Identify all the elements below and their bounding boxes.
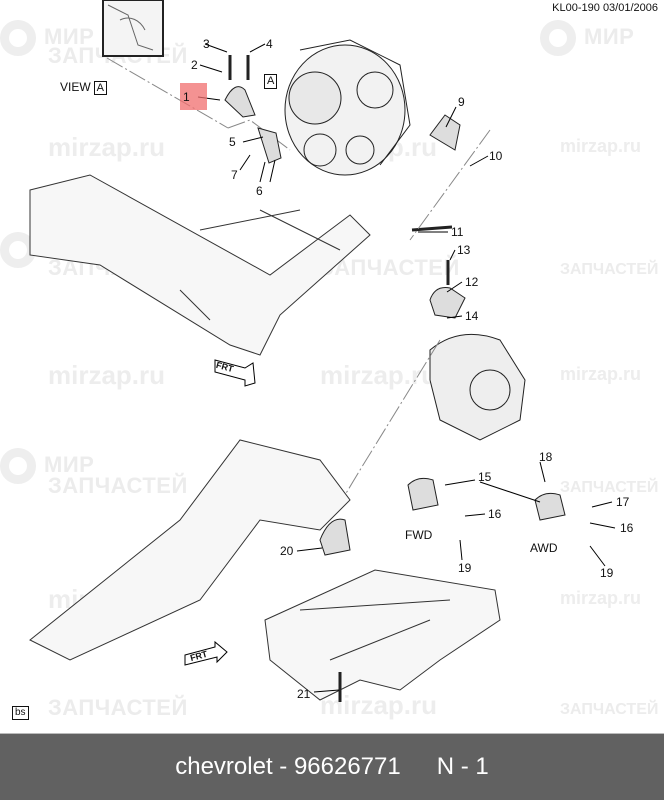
view-a-inset bbox=[102, 0, 164, 57]
callout-2[interactable]: 2 bbox=[191, 58, 198, 72]
callout-16-fwd[interactable]: 16 bbox=[488, 507, 502, 521]
callout-19-awd[interactable]: 19 bbox=[600, 566, 614, 580]
engine-assembly bbox=[284, 39, 411, 176]
part-highlight bbox=[180, 83, 207, 110]
front-frame bbox=[29, 174, 371, 356]
corner-tag: bs bbox=[12, 706, 29, 720]
callout-10[interactable]: 10 bbox=[489, 149, 503, 163]
callout-6[interactable]: 6 bbox=[256, 184, 263, 198]
callout-21[interactable]: 21 bbox=[297, 687, 311, 701]
fwd-label: FWD bbox=[405, 528, 433, 542]
diagram-header: KL00-190 03/01/2006 bbox=[552, 2, 658, 14]
callout-7[interactable]: 7 bbox=[231, 168, 238, 182]
callout-14[interactable]: 14 bbox=[465, 309, 479, 323]
detail-ref-box: A bbox=[264, 74, 278, 89]
callout-19-fwd[interactable]: 19 bbox=[458, 561, 472, 575]
frt-arrow-1 bbox=[214, 359, 256, 387]
frt-arrow-2 bbox=[184, 640, 228, 666]
callout-11[interactable]: 11 bbox=[451, 225, 464, 239]
exploded-diagram bbox=[29, 0, 616, 702]
callout-20[interactable]: 20 bbox=[280, 544, 294, 558]
part-number: chevrolet - 96626771 bbox=[175, 753, 401, 780]
rear-frame bbox=[29, 439, 351, 661]
position-number: N - 1 bbox=[436, 753, 489, 780]
callout-3[interactable]: 3 bbox=[203, 37, 210, 51]
callout-4[interactable]: 4 bbox=[266, 37, 273, 51]
callout-18[interactable]: 18 bbox=[539, 450, 553, 464]
callout-5[interactable]: 5 bbox=[229, 135, 236, 149]
callout-12[interactable]: 12 bbox=[465, 275, 479, 289]
footer-bar: chevrolet - 96626771 N - 1 bbox=[0, 733, 664, 800]
callout-17[interactable]: 17 bbox=[616, 495, 630, 509]
callout-16-awd[interactable]: 16 bbox=[620, 521, 634, 535]
callout-13[interactable]: 13 bbox=[457, 243, 471, 257]
callout-15[interactable]: 15 bbox=[478, 470, 492, 484]
transmission bbox=[429, 333, 526, 441]
callout-1[interactable]: 1 bbox=[183, 90, 190, 104]
engine-mount-bracket-part-1 bbox=[224, 86, 256, 118]
awd-label: AWD bbox=[530, 541, 558, 555]
subframe bbox=[264, 569, 501, 701]
callout-9[interactable]: 9 bbox=[458, 95, 465, 109]
